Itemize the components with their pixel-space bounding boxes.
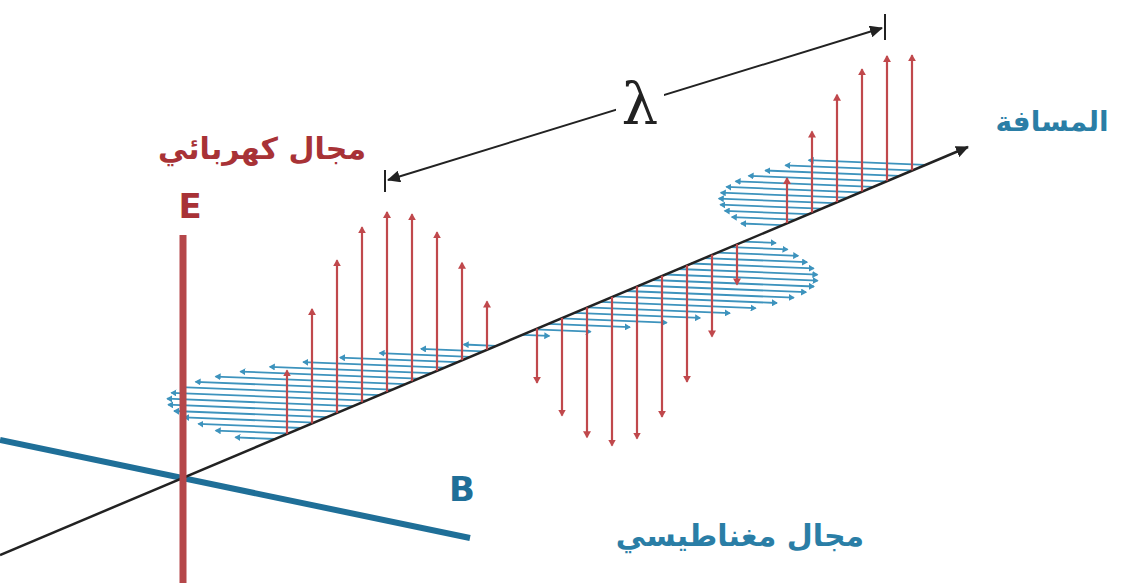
- electric-field-arrows: [287, 55, 912, 445]
- magnetic-field-vector: [303, 362, 444, 368]
- magnetic-field-vector: [785, 165, 912, 170]
- electric-field-vector: [836, 95, 838, 202]
- distance-axis: [0, 147, 968, 555]
- electric-field-vector: [386, 212, 388, 392]
- electric-field-vector: [411, 214, 413, 381]
- electric-field-vector: [911, 55, 913, 170]
- electric-field-vector: [686, 265, 688, 382]
- magnetic-field-vector: [421, 349, 483, 352]
- electric-field-vector: [636, 286, 638, 438]
- magnetic-field-vector: [720, 205, 821, 209]
- lambda-tick: [384, 170, 386, 192]
- magnetic-field-vector: [626, 291, 794, 298]
- electric-field-vector: [536, 329, 538, 383]
- electric-field-vector: [461, 263, 463, 360]
- electric-field-vector: [611, 297, 613, 446]
- magnetic-field-vector: [270, 367, 431, 373]
- electric-field-vector: [736, 244, 738, 284]
- wavelength-arrow: [388, 28, 882, 180]
- magnetic-field-vector: [691, 264, 814, 269]
- electric-field-vector: [786, 178, 788, 223]
- magnetic-field-vector: [719, 199, 834, 204]
- magnetic-field-vector: [721, 193, 847, 198]
- magnetic-field-vector: [717, 253, 798, 256]
- magnetic-field-vector: [765, 171, 899, 176]
- magnetic-field-vector: [561, 318, 667, 322]
- magnetic-field-vector: [174, 411, 327, 417]
- magnetic-field-vector: [809, 160, 925, 165]
- electric-field-vector: [811, 132, 813, 213]
- magnetic-field-vector: [732, 217, 795, 220]
- magnetic-field-vector: [730, 247, 788, 249]
- electric-field-vector: [586, 307, 588, 437]
- electric-field-vector: [336, 260, 338, 413]
- wavelength-symbol: λ: [616, 73, 665, 137]
- magnetic-field-vector: [216, 431, 288, 434]
- magnetic-field-vector: [184, 417, 314, 422]
- electric-field-vector: [861, 69, 863, 191]
- electric-field-vector: [361, 227, 363, 402]
- magnetic-field-vector: [587, 307, 730, 313]
- magnetic-field-vector: [639, 286, 806, 293]
- magnetic-field-label: مجال مغناطيسي: [616, 519, 864, 552]
- magnetic-field-vector: [240, 372, 418, 379]
- magnetic-field-vector: [600, 302, 756, 308]
- magnetic-field-vector: [548, 324, 630, 327]
- magnetic-field-vector: [704, 258, 807, 262]
- electric-symbol: E: [178, 188, 201, 225]
- magnetic-field-vector: [725, 211, 808, 214]
- electric-field-vector: [711, 255, 713, 337]
- electric-field-vector: [436, 232, 438, 370]
- lambda-tick: [884, 14, 886, 40]
- magnetic-field-vector: [522, 335, 549, 336]
- magnetic-field-vector: [726, 187, 860, 192]
- magnetic-field-vector: [340, 358, 457, 363]
- magnetic-field-vector: [652, 280, 814, 287]
- magnetic-field-vector: [464, 345, 496, 346]
- distance-label: المسافة: [995, 107, 1108, 138]
- electric-field-vector: [311, 309, 313, 423]
- magnetic-field-vector: [743, 242, 776, 243]
- magnetic-field-vector: [741, 224, 782, 226]
- magnetic-field-vector: [736, 181, 873, 187]
- electric-field-vector: [561, 318, 563, 416]
- electric-field-vector: [886, 56, 888, 181]
- electric-field-vector: [486, 302, 488, 350]
- electric-field-label: مجال كهربائي: [158, 132, 366, 165]
- electric-axis: [180, 235, 187, 583]
- magnetic-field-vector: [168, 405, 340, 412]
- magnetic-field-vector: [678, 269, 817, 275]
- magnetic-field-vector: [198, 424, 301, 428]
- electric-field-vector: [286, 370, 288, 434]
- magnetic-field-vector: [749, 176, 886, 182]
- magnetic-field-vector: [235, 437, 275, 439]
- magnetic-field-vector: [380, 353, 470, 357]
- electric-field-vector: [661, 276, 663, 417]
- magnetic-symbol: B: [449, 471, 475, 508]
